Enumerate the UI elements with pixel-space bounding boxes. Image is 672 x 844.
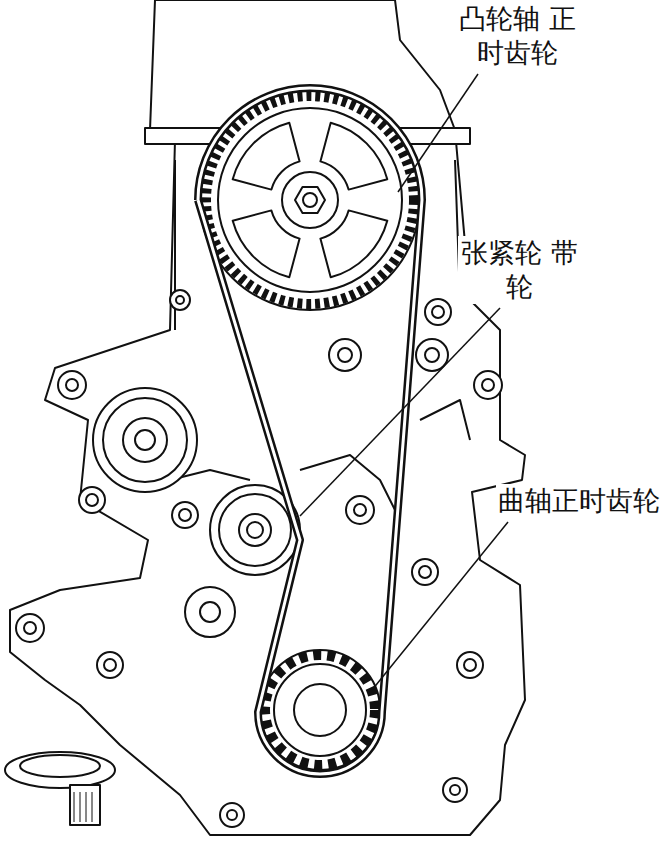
casting-line: [170, 400, 470, 520]
part-label: 凸轮轴 正时齿轮: [456, 2, 579, 70]
bolt-bosses: [16, 290, 502, 827]
timing-belt: [198, 88, 422, 774]
leader-lines: [300, 74, 508, 690]
part-label: 张紧轮 带轮: [458, 236, 581, 304]
water-pump: [93, 388, 197, 492]
crankshaft-gear: [260, 650, 380, 770]
idler-pulley: [185, 587, 235, 637]
part-label: 曲轴正时齿轮: [496, 484, 662, 518]
engine-block: [10, 0, 525, 835]
crank-pulley: [5, 752, 115, 825]
